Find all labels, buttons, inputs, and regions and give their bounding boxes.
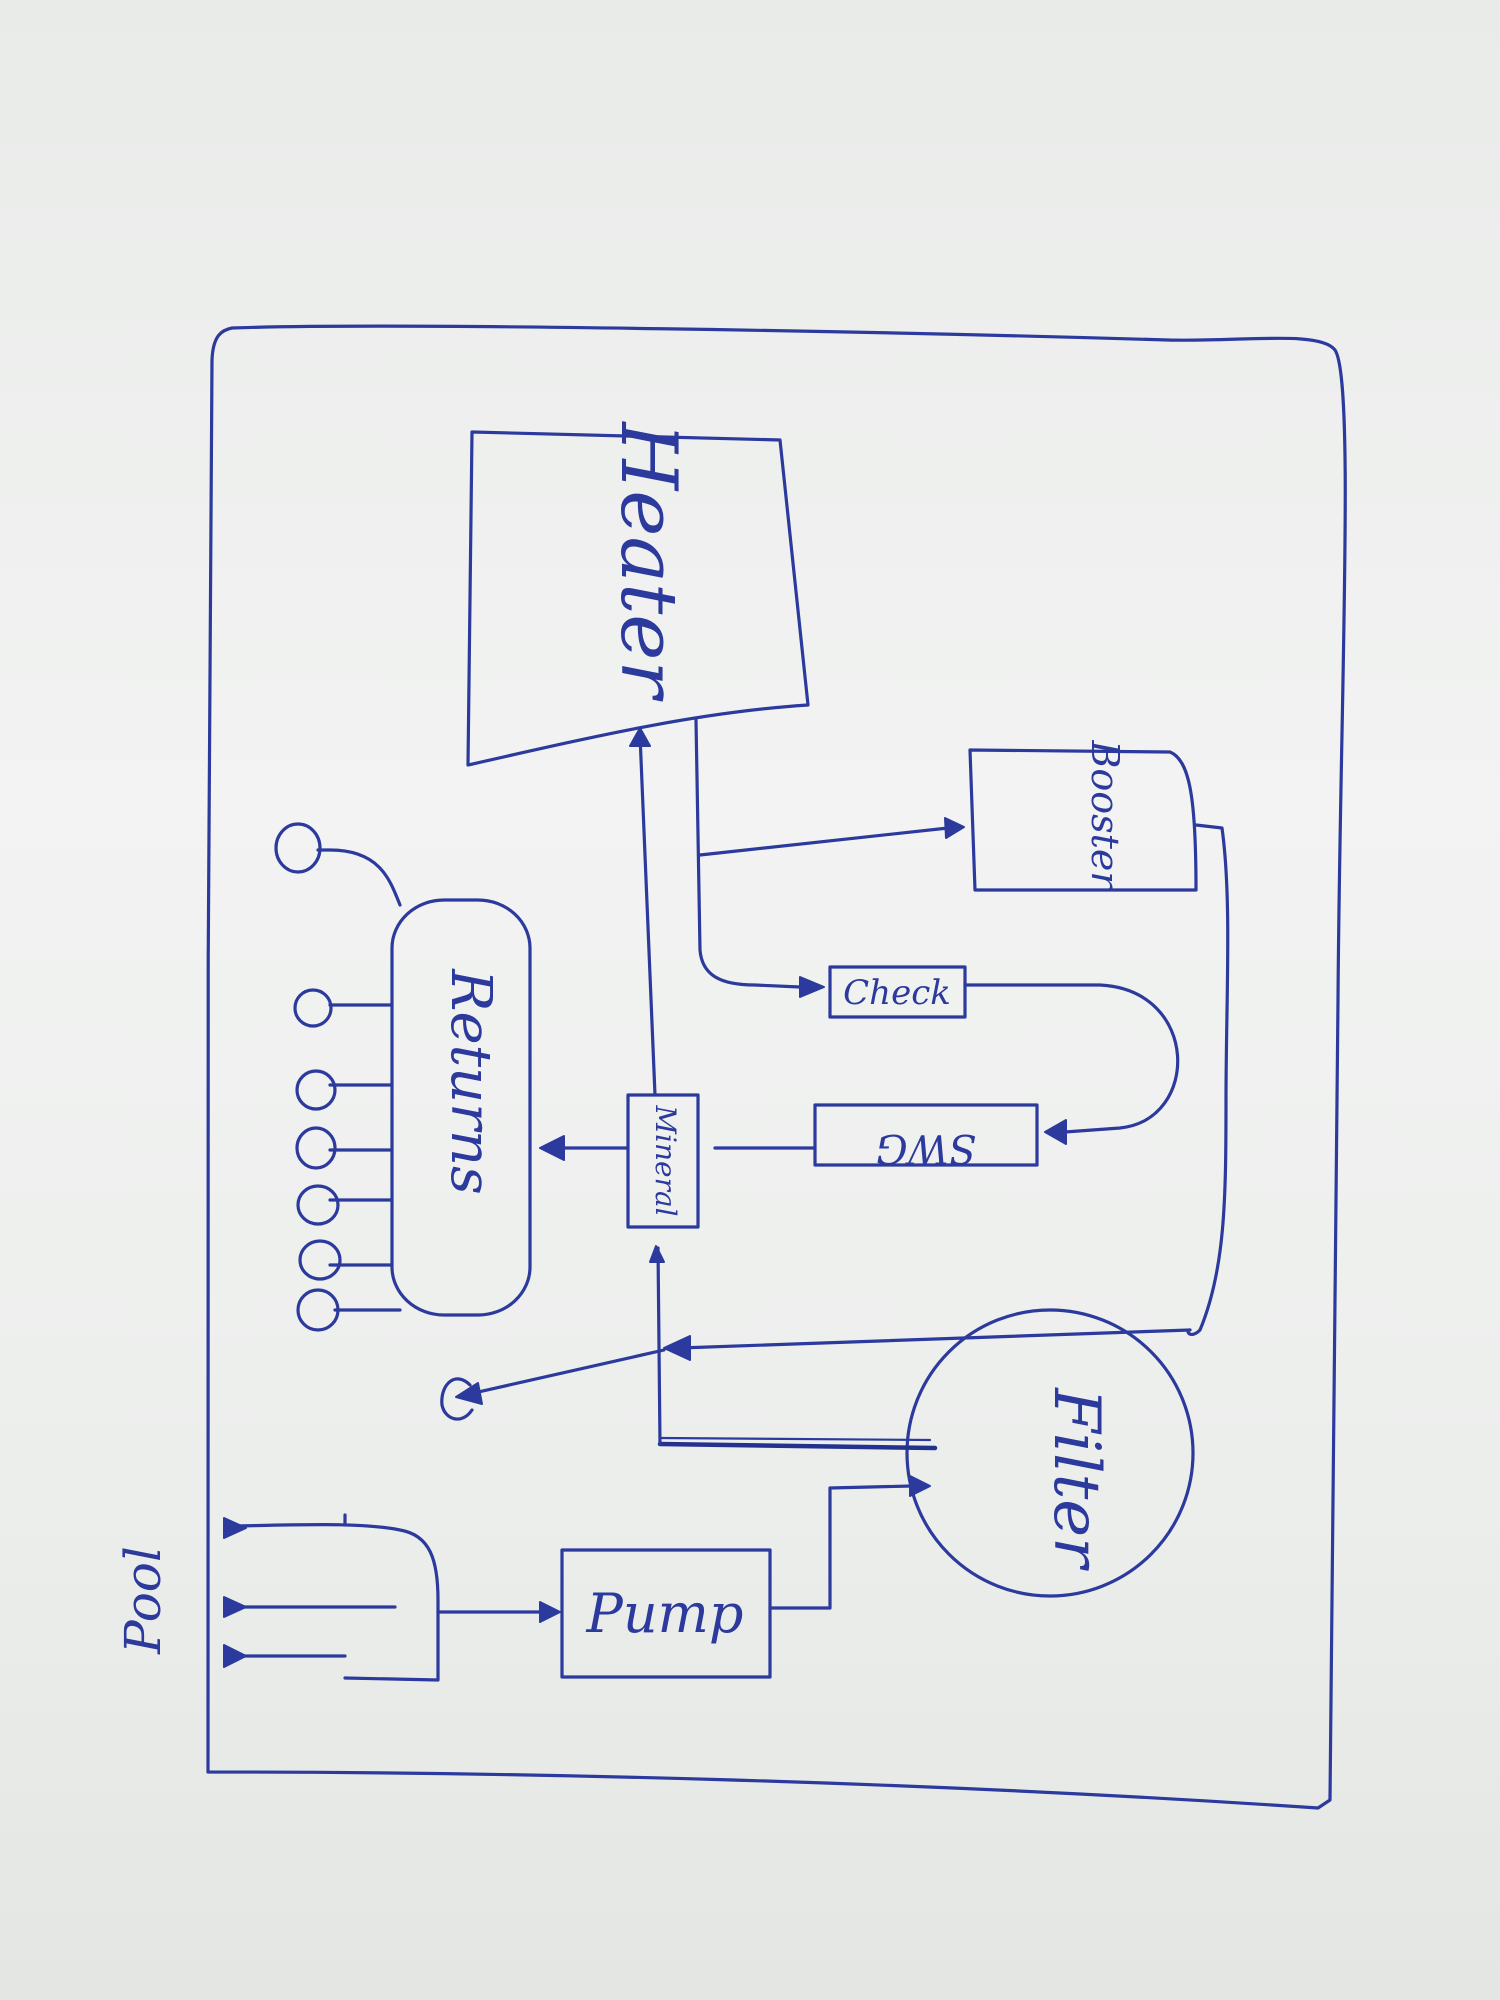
mineral-cartridge <box>626 1093 700 1229</box>
return-port <box>293 988 333 1028</box>
pipe-cleaner <box>463 1348 666 1397</box>
inlet-arrow-icon <box>223 1517 247 1539</box>
check-label: Check <box>843 973 951 1013</box>
pump-label: Pump <box>586 1582 744 1645</box>
return-port <box>298 1239 342 1281</box>
flow-arrow-icon <box>944 817 965 839</box>
inlet-arrow-icon <box>223 1596 247 1618</box>
pipe-to-heater <box>638 733 657 1097</box>
inlet-arrow-icon <box>223 1644 247 1668</box>
flow-arrow-icon <box>539 1601 561 1623</box>
pipe-to-booster <box>698 826 950 857</box>
flow-arrow-icon <box>649 1245 665 1263</box>
filter-label: Filter <box>1039 1387 1113 1571</box>
swg-cell <box>813 1103 1039 1167</box>
booster-label: Booster <box>1083 739 1127 892</box>
cleaner-port <box>440 1377 474 1421</box>
swg-label: SWG <box>876 1125 976 1171</box>
pipe-pump-to-filter <box>768 1484 914 1610</box>
mineral-label: Mineral <box>649 1104 682 1216</box>
return-port <box>295 1069 337 1111</box>
flow-arrow-icon <box>539 1135 565 1161</box>
equipment-pad-outline <box>205 324 1347 1810</box>
flow-arrow-icon <box>455 1382 483 1405</box>
flow-arrow-icon <box>1044 1119 1067 1145</box>
flow-arrow-icon <box>909 1475 931 1497</box>
heater-label: Heater <box>603 420 693 702</box>
return-port <box>295 1126 337 1170</box>
return-port <box>296 1184 340 1226</box>
returns-manifold <box>390 898 532 1317</box>
returns-label: Returns <box>438 968 503 1194</box>
pipe-booster-return <box>678 823 1230 1350</box>
booster-box <box>968 748 1198 892</box>
pipe-heater-out <box>694 718 802 989</box>
flow-arrow-icon <box>799 976 825 998</box>
pool-label: Pool <box>114 1546 172 1655</box>
flow-arrow-icon <box>629 727 651 747</box>
return-port <box>274 822 322 874</box>
filter-tank <box>905 1308 1195 1598</box>
pipe-filter-out <box>657 1441 938 1451</box>
return-port <box>296 1288 340 1332</box>
pipe-to-mineral <box>656 1246 662 1446</box>
check-valve <box>828 965 967 1019</box>
pump-box <box>560 1548 772 1679</box>
return-pipe <box>316 848 402 907</box>
pipe-filter-out <box>658 1436 932 1442</box>
flow-arrow-icon <box>663 1335 691 1361</box>
suction-manifold <box>230 1523 440 1682</box>
heater-box <box>466 430 810 767</box>
pipe-check-to-swg <box>963 983 1180 1134</box>
